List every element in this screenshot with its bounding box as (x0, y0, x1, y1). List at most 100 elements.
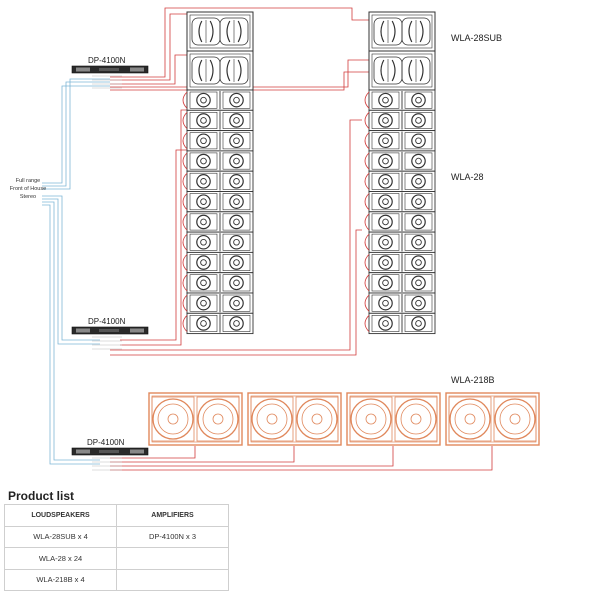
rigging-link (364, 132, 370, 150)
line-array-cabinet (186, 191, 254, 213)
line-array-cabinet (186, 150, 254, 172)
cable (110, 13, 187, 81)
table-cell (116, 568, 229, 591)
rigging-link (182, 132, 188, 150)
rigging-link (182, 274, 188, 292)
line-array-cabinet (368, 251, 436, 274)
rigging-link (364, 254, 370, 271)
cable (110, 54, 187, 85)
line-array-cabinet (186, 292, 254, 314)
amp-label-3: DP-4100N (87, 438, 125, 447)
line-array-cabinet (368, 130, 436, 152)
line-array-cabinet (368, 150, 436, 172)
line-array-cabinet (368, 292, 436, 314)
amplifier-group (71, 65, 149, 471)
line-array-cabinet (368, 211, 436, 233)
rigging-link (364, 193, 370, 211)
cable (110, 229, 362, 356)
rigging-link (182, 254, 188, 271)
product-list-title: Product list (8, 489, 75, 503)
line-array-cabinet (186, 251, 254, 274)
source-label-line: Front of House (9, 186, 47, 192)
table-header-row: LOUDSPEAKERS AMPLIFIERS (4, 504, 229, 527)
cable (110, 7, 369, 78)
rigging-link (182, 193, 188, 211)
rigging-link (182, 112, 188, 129)
amplifier (71, 326, 149, 350)
cable (42, 201, 100, 461)
rigging-link (364, 274, 370, 292)
cable (120, 109, 187, 346)
rigging-link (364, 294, 370, 312)
line-array-cabinet (368, 231, 436, 253)
cable (110, 119, 362, 351)
cable (42, 85, 110, 184)
line-array-cabinet (186, 89, 254, 111)
line-array-cabinet (186, 211, 254, 233)
rigging-link (182, 233, 188, 251)
label-wla-218b: WLA-218B (451, 375, 495, 385)
line-array-cabinet (368, 312, 436, 335)
bass-cabinet (445, 392, 540, 446)
rigging-link (364, 152, 370, 170)
rigging-link (182, 172, 188, 190)
table-row: WLA-28 x 24 (4, 547, 229, 570)
left-array (182, 11, 254, 335)
amp-label-2: DP-4100N (88, 317, 126, 326)
cable (110, 446, 196, 459)
rigging-link (182, 315, 188, 332)
wla-218b-row (148, 392, 540, 446)
line-array-cabinet (368, 89, 436, 111)
cable (42, 204, 100, 465)
line-array-cabinet (368, 109, 436, 132)
table-cell: WLA-28SUB x 4 (4, 525, 117, 548)
table-row: WLA-28SUB x 4 DP-4100N x 3 (4, 525, 229, 548)
line-array-cabinet (186, 231, 254, 253)
right-array (364, 11, 436, 335)
bass-cabinet (148, 392, 243, 446)
rigging-link (364, 213, 370, 231)
rigging-link (182, 294, 188, 312)
line-array-cabinet (186, 109, 254, 132)
amplifier (71, 65, 149, 89)
source-label-line: Stereo (19, 194, 37, 200)
rigging-link (364, 233, 370, 251)
cable (42, 198, 100, 345)
bass-cabinet (346, 392, 441, 446)
sub-cabinet (186, 11, 254, 52)
table-cell: WLA-218B x 4 (4, 568, 117, 591)
rigging-link (182, 213, 188, 231)
source-label: Full range Front of House Stereo (2, 177, 54, 201)
line-array-cabinet (186, 272, 254, 294)
amp-label-1: DP-4100N (88, 56, 126, 65)
bass-cabinet (247, 392, 342, 446)
amplifier (71, 447, 149, 471)
line-array-cabinet (368, 170, 436, 192)
header-loudspeakers: LOUDSPEAKERS (4, 504, 117, 527)
cable (110, 446, 394, 467)
label-wla-28: WLA-28 (451, 172, 484, 182)
table-cell: WLA-28 x 24 (4, 547, 117, 570)
sub-cabinet (368, 11, 436, 52)
rigging-link (182, 91, 188, 109)
table-cell (116, 547, 229, 570)
rigging-link (364, 172, 370, 190)
rigging-link (364, 112, 370, 129)
sub-cabinet (186, 50, 254, 91)
source-label-line: Full range (15, 178, 41, 184)
cable (120, 149, 187, 341)
cable (42, 195, 100, 341)
line-array-cabinet (186, 312, 254, 335)
line-array-cabinet (186, 130, 254, 152)
table-cell: DP-4100N x 3 (116, 525, 229, 548)
cable (110, 446, 493, 471)
rigging-link (182, 152, 188, 170)
line-array-cabinet (368, 272, 436, 294)
cable (110, 446, 295, 463)
cable (42, 78, 110, 190)
rigging-link (364, 91, 370, 109)
sub-cabinet (368, 50, 436, 91)
cable (42, 81, 110, 187)
label-wla-28sub: WLA-28SUB (451, 33, 503, 43)
